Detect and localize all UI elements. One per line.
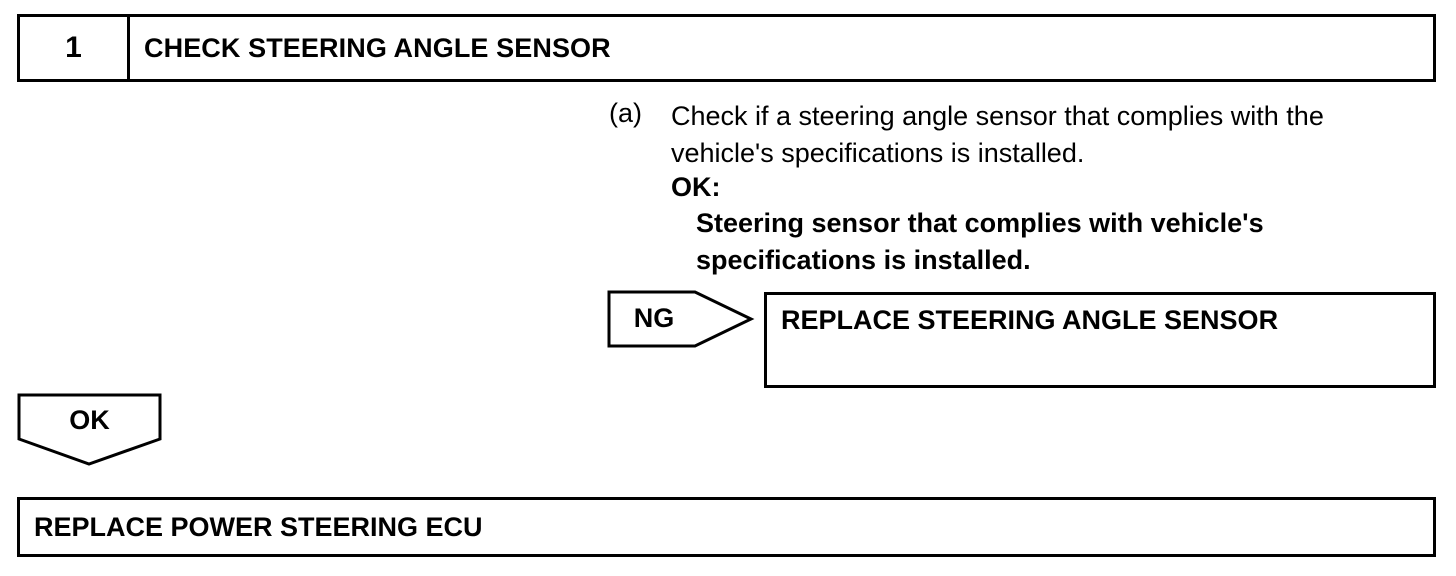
ng-result-box: REPLACE STEERING ANGLE SENSOR [764,292,1436,388]
ng-result-text: REPLACE STEERING ANGLE SENSOR [781,305,1279,335]
step-header: 1 CHECK STEERING ANGLE SENSOR [17,14,1436,82]
instruction-text: Check if a steering angle sensor that co… [671,101,1324,168]
ok-label: OK [69,404,110,435]
ok-result-box: REPLACE POWER STEERING ECU [17,497,1436,557]
instruction-label: (a) [609,98,642,128]
step-number: 1 [20,17,130,79]
ng-label: NG [633,302,675,333]
ng-arrow-icon [607,290,755,348]
ok-arrow-icon [17,393,162,466]
ok-result-text: REPLACE POWER STEERING ECU [34,511,483,542]
ok-criteria-text: Steering sensor that complies with vehic… [696,208,1264,275]
step-title: CHECK STEERING ANGLE SENSOR [144,32,611,63]
ok-criteria-label: OK: [671,172,721,202]
